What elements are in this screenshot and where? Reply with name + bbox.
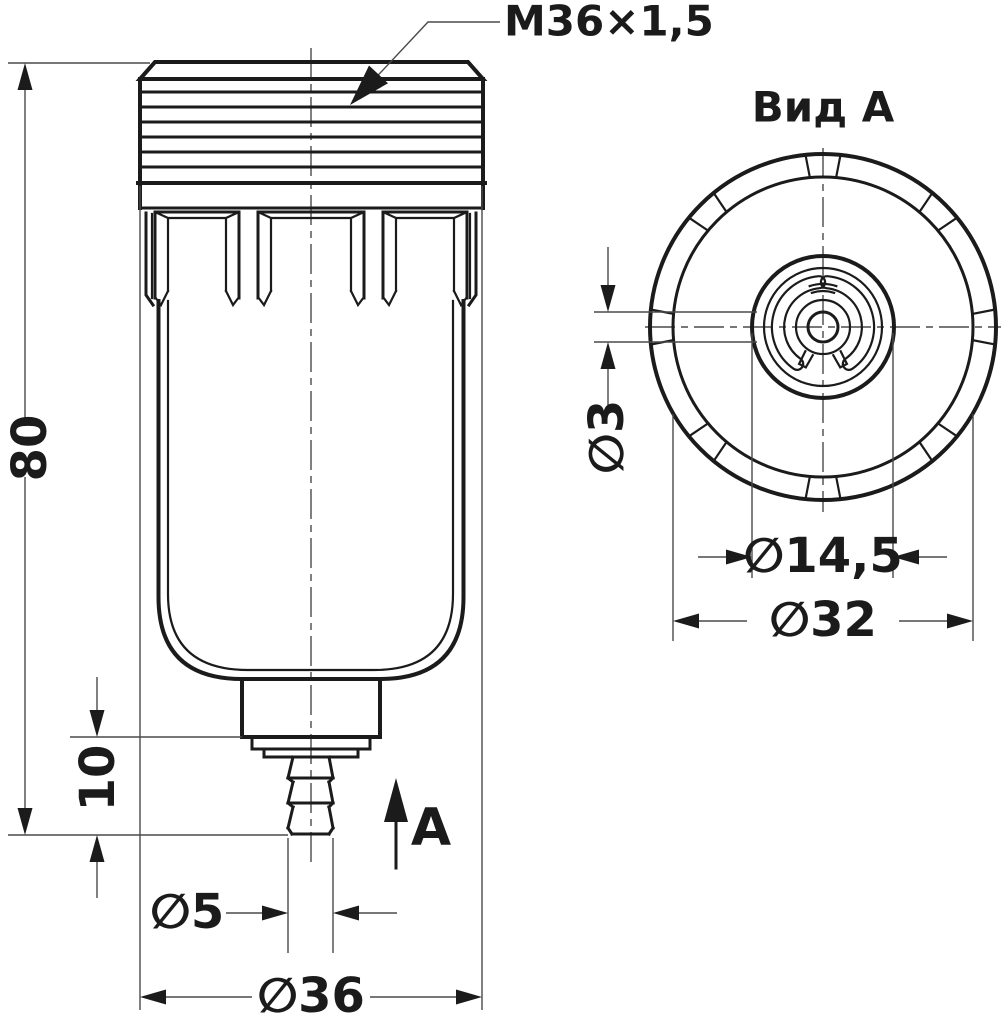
left-slot (770, 275, 827, 371)
arrowhead (17, 808, 33, 835)
view-direction-arrow: A (384, 778, 451, 870)
view-a: Вид А (579, 83, 1001, 648)
view-direction-label: A (411, 798, 451, 858)
arrowhead (17, 63, 33, 90)
arrowhead (600, 285, 616, 312)
threaded-cap (135, 60, 488, 210)
front-view: 80 10 ∅5 ∅36 M (2, 0, 714, 1024)
arrowhead (89, 710, 105, 737)
arrowhead (947, 613, 973, 629)
arrowhead (726, 549, 752, 565)
dim-barb-5: ∅5 (150, 838, 397, 953)
dim-cap-label: ∅36 (257, 968, 365, 1024)
dim-hole-label: ∅3 (579, 400, 635, 475)
bottom-tab-left (797, 349, 815, 369)
ring-slots (649, 153, 997, 501)
dim-height-80: 80 (2, 62, 288, 836)
dim-bowl-label: ∅32 (769, 592, 877, 648)
dim-cap-36: ∅36 (139, 186, 483, 1024)
arrowhead (893, 549, 919, 565)
arrowhead (89, 835, 105, 862)
dim-base-14-5: ∅14,5 (698, 333, 947, 584)
thread-label: M36×1,5 (504, 0, 714, 46)
view-arrowhead (384, 778, 408, 822)
arrowhead (673, 613, 699, 629)
dim-stem-10: 10 (70, 677, 242, 898)
thread-callout: M36×1,5 (350, 0, 714, 105)
dim-barb-label: ∅5 (150, 884, 225, 940)
castellated-skirt (144, 210, 478, 308)
arrowhead (140, 989, 166, 1005)
dim-height-label: 80 (2, 415, 58, 482)
leader-arrowhead (350, 65, 388, 105)
arrowhead (600, 342, 616, 369)
hose-barb (285, 755, 336, 837)
right-slot (819, 275, 876, 371)
dim-base-label: ∅14,5 (743, 528, 903, 584)
dim-stem-label: 10 (70, 745, 126, 812)
dim-bowl-32: ∅32 (672, 414, 974, 648)
arrowhead (333, 905, 359, 921)
center-fitting (750, 254, 896, 400)
arrowhead (262, 905, 288, 921)
view-a-title: Вид А (752, 83, 895, 132)
outer-ring (648, 152, 998, 502)
top-arcs (808, 282, 838, 295)
dim-hole-3: ∅3 (579, 247, 757, 474)
arrowhead (456, 989, 482, 1005)
bottom-tab-right (831, 349, 849, 369)
bowl (156, 299, 466, 681)
drain-fitting (240, 677, 382, 837)
